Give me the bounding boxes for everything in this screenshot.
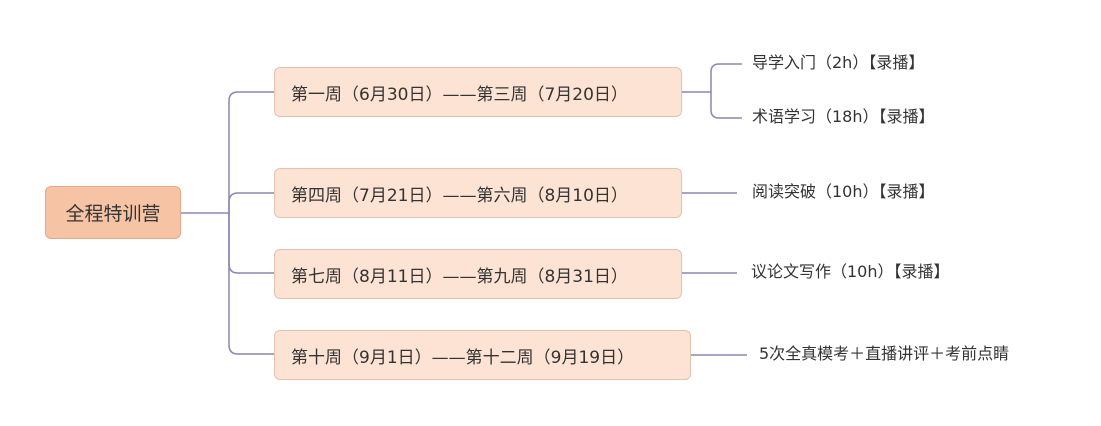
leaf-node[interactable]: 术语学习（18h）【录播】 [752,107,935,126]
root-node[interactable]: 全程特训营 [45,186,181,239]
branch-node-week10-12[interactable]: 第十周（9月1日）——第十二周（9月19日） [274,330,691,380]
leaf-node[interactable]: 议论文写作（10h）【录播】 [751,262,950,281]
leaf-node[interactable]: 导学入门（2h）【录播】 [752,53,925,72]
branch-node-week4-6[interactable]: 第四周（7月21日）——第六周（8月10日） [274,168,682,218]
root-label: 全程特训营 [65,203,161,225]
leaf-connector [710,92,742,119]
trunk-connector [228,192,274,213]
branch-label: 第七周（8月11日）——第九周（8月31日） [291,266,628,287]
branch-node-week7-9[interactable]: 第七周（8月11日）——第九周（8月31日） [274,249,682,299]
branch-label: 第十周（9月1日）——第十二周（9月19日） [291,347,635,368]
branch-label: 第一周（6月30日）——第三周（7月20日） [291,84,628,105]
leaf-node[interactable]: 5次全真模考＋直播讲评＋考前点睛 [759,344,1010,363]
branch-label: 第四周（7月21日）——第六周（8月10日） [291,185,628,206]
leaf-node[interactable]: 阅读突破（10h）【录播】 [752,182,935,201]
branch-node-week1-3[interactable]: 第一周（6月30日）——第三周（7月20日） [274,67,682,117]
trunk-connector [228,91,274,213]
leaf-connector [710,63,742,92]
trunk-connector [228,213,274,274]
trunk-connector [228,213,274,355]
